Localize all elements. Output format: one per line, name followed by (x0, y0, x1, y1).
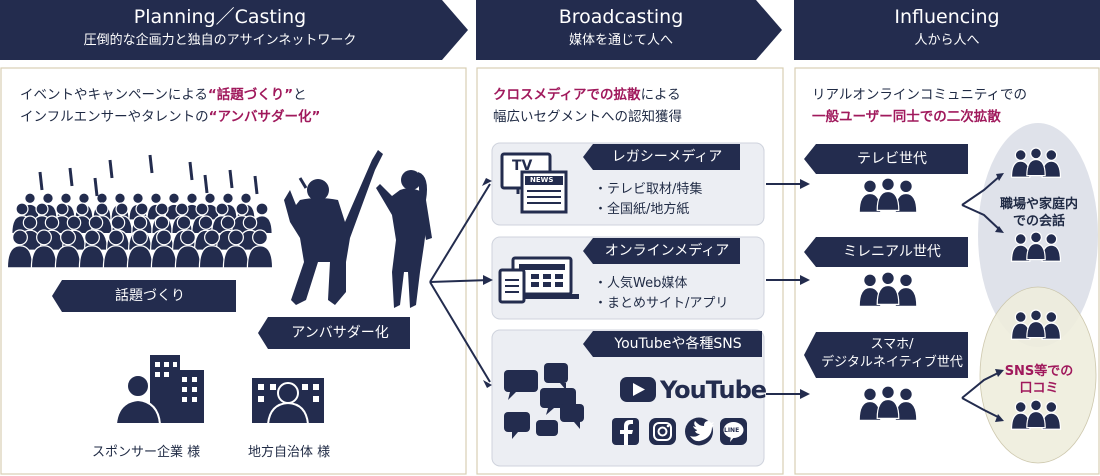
header-arrow-broadcasting (476, 0, 782, 60)
intro-highlight-secondary: 一般ユーザー同士での二次拡散 (812, 109, 1001, 125)
panel-planning (0, 67, 467, 475)
youtube-logo-icon (620, 377, 656, 402)
instagram-icon (649, 418, 676, 445)
tag-online-shape (583, 238, 740, 264)
conversation-line: での会話 (1012, 214, 1065, 229)
intro-text: と (293, 87, 307, 103)
influencing-intro: リアルオンラインコミュニティでの 一般ユーザー同士での二次拡散 (812, 84, 1097, 128)
planning-intro: イベントやキャンペーンによる“話題づくり”と インフルエンサーやタレントの“アン… (20, 84, 460, 128)
sns-wom-line: SNS等での (1004, 364, 1074, 379)
tag-buzz-label: 話題づくり (115, 288, 185, 304)
tag-ambassador-shape (258, 317, 410, 349)
municipality-icon (252, 378, 324, 425)
sponsor-company-icon (114, 355, 204, 425)
intro-text: インフルエンサーやタレントの (20, 109, 209, 125)
online-media-tag: オンラインメディア (604, 243, 730, 259)
people-groups (858, 147, 1062, 430)
tag-gen-native-shape (804, 332, 968, 378)
performers-icon (284, 150, 432, 308)
conversation-label: 職場や家庭内 での会話 (996, 196, 1082, 230)
intro-highlight-ambassador: “アンバサダー化” (208, 109, 321, 125)
sns-word-of-mouth-bubble (979, 286, 1097, 464)
intro-highlight-crossmedia: クロスメディアでの拡散 (493, 87, 641, 103)
conversation-line: 職場や家庭内 (999, 197, 1078, 212)
online-bullet: ・まとめサイト/アプリ (594, 296, 729, 311)
influencing-header-subtitle: 人から人へ (914, 33, 980, 48)
header-arrow-planning (0, 0, 468, 60)
intro-text: による (640, 87, 681, 103)
tv-newspaper-icon (500, 152, 568, 214)
legacy-bullet: ・テレビ取材/特集 (594, 182, 703, 197)
legacy-media-tag: レガシーメディア (611, 149, 723, 165)
gen-native-line: デジタルネイティブ世代 (821, 355, 963, 370)
tv-icon-label: TV (512, 158, 533, 174)
tag-gen-tv-shape (804, 144, 968, 174)
tag-gen-millennial-shape (804, 237, 968, 267)
online-bullet: ・人気Web媒体 (594, 276, 688, 291)
gen-native-tag: スマホ/ デジタルネイティブ世代 (814, 336, 970, 372)
facebook-icon (612, 418, 639, 445)
news-icon-label: NEWS (530, 176, 554, 184)
influencing-header-title: Influencing (894, 6, 1000, 28)
sponsor-label: スポンサー企業 様 (92, 445, 201, 460)
legacy-bullet: ・全国紙/地方紙 (594, 202, 690, 217)
planning-header-title: Planning／Casting (133, 6, 307, 28)
intro-text: 幅広いセグメントへの認知獲得 (493, 109, 682, 125)
youtube-wordmark: YouTube (660, 376, 767, 404)
twitter-icon (685, 417, 714, 446)
line-icon-label: LINE (724, 427, 740, 434)
tag-buzz-shape (52, 280, 236, 312)
gen-native-line: スマホ/ (870, 337, 914, 352)
chat-bubbles-icon (504, 363, 584, 439)
broadcasting-header-title: Broadcasting (558, 6, 684, 28)
sns-wom-line: 口コミ (1019, 381, 1059, 396)
broadcasting-header-subtitle: 媒体を通じて人へ (568, 33, 673, 48)
planning-header-subtitle: 圧倒的な企画力と独自のアサインネットワーク (83, 33, 357, 48)
intro-text: リアルオンラインコミュニティでの (812, 87, 1028, 103)
broadcasting-intro: クロスメディアでの拡散による 幅広いセグメントへの認知獲得 (493, 84, 778, 128)
laptop-web-icon (498, 256, 579, 304)
header-arrow-influencing (794, 0, 1100, 60)
sns-wom-label: SNS等での 口コミ (996, 363, 1082, 397)
tag-legacy-shape (583, 144, 740, 170)
intro-text: イベントやキャンペーンによる (20, 87, 208, 103)
intro-highlight-buzz: “話題づくり” (207, 87, 294, 103)
distribution-arrows (429, 175, 1001, 419)
arrow-heads (482, 173, 1004, 422)
tag-sns-shape (583, 331, 762, 357)
gen-millennial-tag: ミレニアル世代 (843, 244, 941, 260)
line-app-icon (720, 418, 747, 445)
gen-tv-tag: テレビ世代 (857, 151, 927, 167)
municipality-label: 地方自治体 様 (248, 445, 331, 460)
tag-ambassador-label: アンバサダー化 (291, 325, 389, 341)
sns-media-tag: YouTubeや各種SNS (614, 336, 742, 352)
crowd-icon (6, 154, 274, 269)
